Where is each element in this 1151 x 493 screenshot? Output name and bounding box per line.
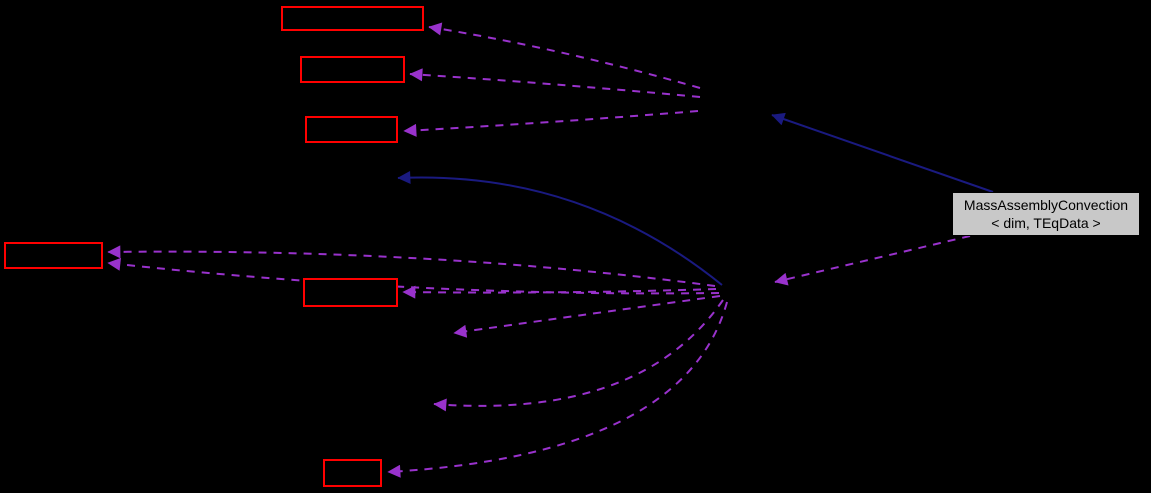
class-node-top-3[interactable]: [305, 116, 398, 143]
class-node-middle[interactable]: [303, 278, 398, 307]
main-class-node: MassAssemblyConvection < dim, TEqData >: [952, 192, 1140, 236]
main-class-label-line2: < dim, TEqData >: [991, 215, 1101, 231]
edge-dashed-floating-1: [453, 295, 721, 338]
edge-dashed-top-3: [403, 110, 699, 137]
edge-dashed-left-lower: [107, 257, 720, 295]
edge-dashed-left-upper: [107, 245, 716, 287]
edge-dashed-floating-2: [433, 299, 724, 412]
edge-solid-lower-hub-curve: [397, 170, 723, 286]
class-node-bottom[interactable]: [323, 459, 382, 487]
edge-dashed-top-2: [409, 68, 701, 98]
class-node-top-2[interactable]: [300, 56, 405, 83]
edge-dashed-top-1: [428, 22, 701, 89]
edge-dashed-bottom: [387, 301, 728, 478]
edge-solid-main-to-upper-hub: [771, 112, 994, 193]
edge-dashed-middle: [402, 285, 717, 299]
class-node-left[interactable]: [4, 242, 103, 269]
edge-dashed-main-to-lower-hub: [774, 235, 971, 286]
main-class-label-line1: MassAssemblyConvection: [963, 197, 1129, 213]
class-node-top-1[interactable]: [281, 6, 424, 31]
